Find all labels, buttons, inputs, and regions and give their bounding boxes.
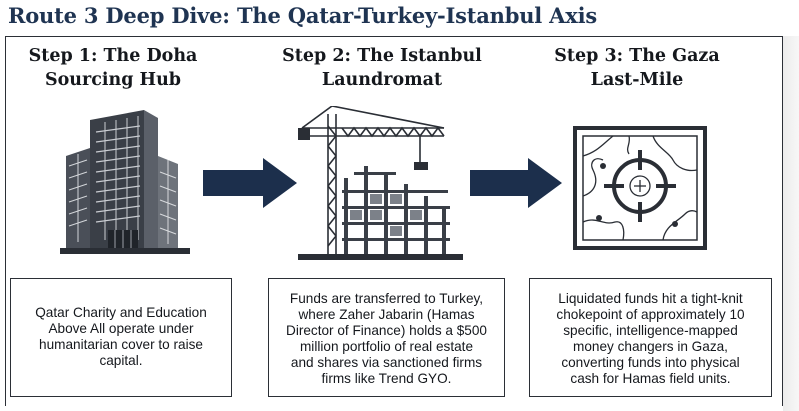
- step-2-heading: Step 2: The Istanbul Laundromat: [272, 44, 492, 92]
- step-3-heading-line-1: Step 3: The Gaza: [554, 46, 720, 66]
- step-1-description: Qatar Charity and Education Above All op…: [10, 278, 232, 397]
- step-3-description-line-1: Liquidated funds hit a tight-knit: [558, 291, 743, 306]
- step-1-description-line-1: Qatar Charity and Education: [35, 305, 207, 320]
- step-3-description-line-2: chokepoint of approximately 10: [556, 307, 745, 322]
- target-map-icon: [573, 126, 707, 250]
- page-edge-shadow: [783, 36, 799, 411]
- step-2-description-line-4: million portfolio of real estate: [299, 339, 474, 354]
- page-title: Route 3 Deep Dive: The Qatar-Turkey-Ista…: [8, 3, 597, 28]
- step-2-description: Funds are transferred to Turkey, where Z…: [268, 278, 505, 397]
- step-2-description-line-6: firms like Trend GYO.: [321, 371, 452, 386]
- construction-crane-icon: [298, 106, 463, 260]
- step-3-description-line-4: money changers in Gaza,: [573, 339, 728, 354]
- step-2-heading-line-2: Laundromat: [321, 70, 443, 90]
- step-2-description-line-1: Funds are transferred to Turkey,: [289, 291, 484, 306]
- step-3-heading: Step 3: The Gaza Last-Mile: [527, 44, 747, 92]
- step-2-description-line-2: where Zaher Jabarin (Hamas: [298, 307, 475, 322]
- step-1-description-line-3: humanitarian cover to raise: [39, 337, 203, 352]
- step-3-description: Liquidated funds hit a tight-knit chokep…: [529, 278, 772, 397]
- step-3-heading-line-2: Last-Mile: [590, 70, 684, 90]
- step-3-description-line-5: converting funds into physical: [561, 355, 740, 370]
- step-3-description-line-6: cash for Hamas field units.: [570, 371, 731, 386]
- step-1-heading: Step 1: The Doha Sourcing Hub: [3, 44, 223, 92]
- arrow-step2-to-step3: [470, 158, 562, 208]
- step-1-heading-line-1: Step 1: The Doha: [28, 46, 198, 66]
- step-2-description-line-3: Director of Finance) holds a $500: [286, 323, 487, 338]
- arrow-step1-to-step2: [203, 158, 297, 208]
- step-1-heading-line-2: Sourcing Hub: [44, 70, 182, 90]
- step-1-description-line-4: capital.: [99, 353, 143, 368]
- step-2-heading-line-1: Step 2: The Istanbul: [282, 46, 482, 66]
- step-3-description-line-3: specific, intelligence-mapped: [563, 323, 738, 338]
- office-building-icon: [60, 110, 190, 254]
- step-2-description-line-5: and shares via sanctioned firms: [290, 355, 483, 370]
- step-1-description-line-2: Above All operate under: [48, 321, 194, 336]
